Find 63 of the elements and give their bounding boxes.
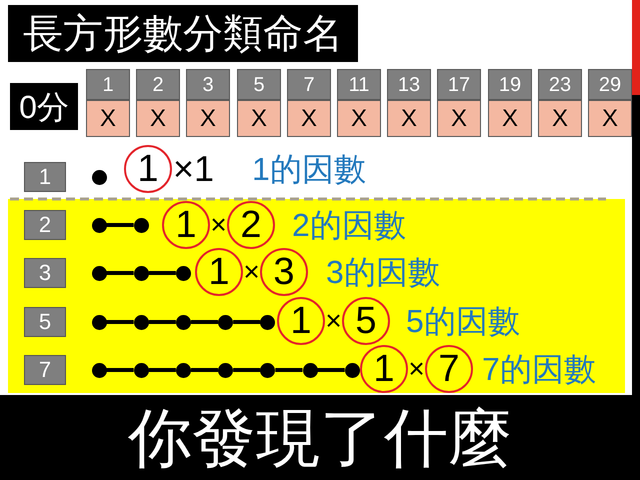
factor-label: 1的因數 xyxy=(252,153,366,185)
connector-line xyxy=(106,368,134,372)
times-sign: × xyxy=(210,211,227,239)
number-tile: 1 xyxy=(86,69,130,100)
x-tile: X xyxy=(588,100,632,137)
highlight-band xyxy=(8,199,625,393)
circled-digit: 1 xyxy=(195,248,243,296)
connector-line xyxy=(233,320,260,324)
x-tile: X xyxy=(337,100,381,137)
number-tile: 5 xyxy=(237,69,281,100)
number-tile: 23 xyxy=(538,69,582,100)
times-sign: × xyxy=(325,307,342,335)
connector-line xyxy=(106,320,134,324)
times-sign: × xyxy=(408,355,425,383)
x-tile: X xyxy=(538,100,582,137)
factor-label: 3的因數 xyxy=(326,256,440,288)
factor-label: 5的因數 xyxy=(406,305,520,337)
row-number-tile: 1 xyxy=(24,162,66,192)
number-tile: 11 xyxy=(337,69,381,100)
x-tile: X xyxy=(86,100,130,137)
connector-line xyxy=(233,368,260,372)
circled-digit: 1 xyxy=(360,345,408,393)
factor-label: 7的因數 xyxy=(482,353,596,385)
connector-line xyxy=(190,368,218,372)
connector-line xyxy=(190,320,218,324)
times-sign: × xyxy=(243,258,260,286)
circled-digit: 2 xyxy=(227,201,275,249)
x-tile: X xyxy=(186,100,230,137)
connector-line xyxy=(148,271,176,275)
x-tile: X xyxy=(387,100,431,137)
x-tile: X xyxy=(237,100,281,137)
x-tile: X xyxy=(437,100,481,137)
connector-line xyxy=(318,368,345,372)
number-tile: 3 xyxy=(186,69,230,100)
x-tile: X xyxy=(287,100,331,137)
x-tile: X xyxy=(488,100,532,137)
connector-line xyxy=(148,368,176,372)
factor-label: 2的因數 xyxy=(292,209,406,241)
number-tile: 17 xyxy=(437,69,481,100)
x-tile: X xyxy=(136,100,180,137)
circled-digit: 1 xyxy=(124,145,172,193)
number-tile: 19 xyxy=(488,69,532,100)
circled-digit: 5 xyxy=(342,297,390,345)
score-tag: 0分 xyxy=(10,83,78,130)
circled-digit: 1 xyxy=(277,297,325,345)
connector-line xyxy=(148,320,176,324)
row-number-tile: 2 xyxy=(24,210,66,240)
number-tile: 7 xyxy=(287,69,331,100)
circled-digit: 7 xyxy=(425,345,473,393)
connector-line xyxy=(106,223,134,227)
number-tile: 13 xyxy=(387,69,431,100)
number-tile: 2 xyxy=(136,69,180,100)
circled-digit: 1 xyxy=(162,201,210,249)
multiplication-text: ×1 xyxy=(173,151,214,187)
connector-line xyxy=(275,368,302,372)
connector-line xyxy=(106,271,134,275)
number-tile: 29 xyxy=(588,69,632,100)
circled-digit: 3 xyxy=(260,248,308,296)
row-number-tile: 7 xyxy=(24,355,66,385)
title-banner: 長方形數分類命名 xyxy=(8,5,358,62)
question-banner: 你發現了什麼 xyxy=(0,395,640,480)
row-number-tile: 3 xyxy=(24,258,66,288)
row-number-tile: 5 xyxy=(24,307,66,337)
